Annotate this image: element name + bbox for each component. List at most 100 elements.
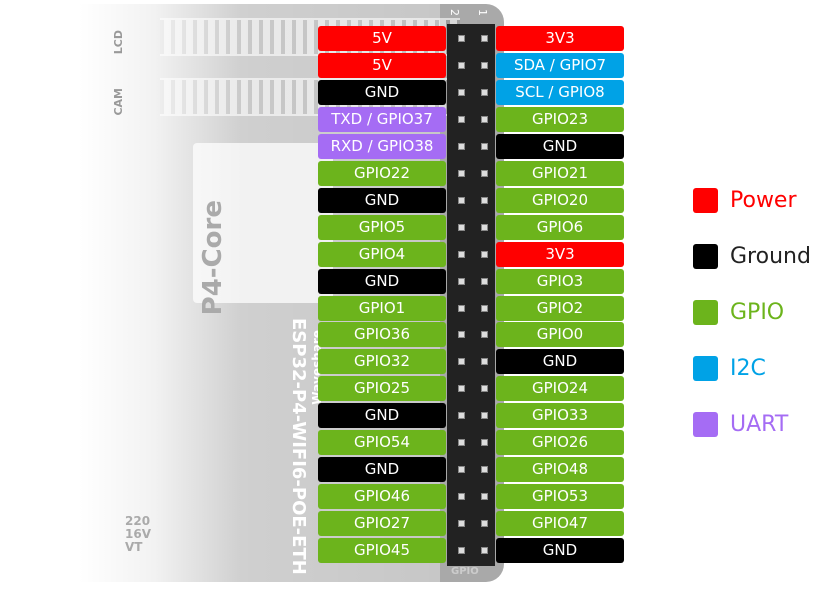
legend-swatch <box>693 188 718 213</box>
header-pin <box>481 142 488 150</box>
board-name: ESP32-P4-WIFI6-POE-ETH <box>288 318 309 575</box>
pin-label-gpio: GPIO1 <box>318 295 446 321</box>
pin-label-i2c: SCL / GPIO8 <box>496 79 624 105</box>
pin-label-gpio: GPIO4 <box>318 241 446 267</box>
header-pin <box>481 304 488 312</box>
header-pin <box>458 547 465 555</box>
header-label: GPIO <box>451 566 479 577</box>
pin-label-power: 3V3 <box>496 26 624 51</box>
pin-label-gpio: GPIO27 <box>318 511 446 537</box>
legend-label: GPIO <box>730 300 785 325</box>
header-pin <box>481 493 488 501</box>
header-pin <box>458 169 465 177</box>
pin-label-i2c: SDA / GPIO7 <box>496 52 624 78</box>
pin-label-ground: GND <box>318 79 446 105</box>
header-pin <box>481 547 488 555</box>
pin-label-ground: GND <box>496 349 624 375</box>
header-pin <box>458 358 465 366</box>
header-pin <box>481 196 488 204</box>
pin-label-ground: GND <box>318 268 446 294</box>
pin-label-uart: TXD / GPIO37 <box>318 106 446 132</box>
pin-label-gpio: GPIO20 <box>496 187 624 213</box>
pin-label-gpio: GPIO46 <box>318 484 446 510</box>
pin-label-gpio: GPIO24 <box>496 376 624 402</box>
header-pin <box>458 439 465 447</box>
pin-label-ground: GND <box>318 403 446 429</box>
pin-label-gpio: GPIO33 <box>496 403 624 429</box>
header-pin <box>458 142 465 150</box>
pin-label-gpio: GPIO2 <box>496 295 624 321</box>
module-label: P4-Core <box>198 200 228 316</box>
header-pin <box>458 61 465 69</box>
pin-label-gpio: GPIO23 <box>496 106 624 132</box>
header-pin <box>481 169 488 177</box>
pin-label-gpio: GPIO48 <box>496 457 624 483</box>
header-pin <box>481 385 488 393</box>
header-pin <box>458 385 465 393</box>
lcd-label: LCD <box>112 30 125 55</box>
pin-label-ground: GND <box>496 133 624 159</box>
pin-label-gpio: GPIO54 <box>318 430 446 456</box>
pin-label-uart: RXD / GPIO38 <box>318 133 446 159</box>
legend-item-power: Power <box>693 188 797 213</box>
header-pin <box>458 35 465 42</box>
pin-label-gpio: GPIO26 <box>496 430 624 456</box>
pin-number-1: 1 <box>476 9 489 16</box>
header-pin <box>481 88 488 96</box>
legend-label: UART <box>730 412 789 437</box>
header-pin <box>458 196 465 204</box>
header-pin <box>481 466 488 474</box>
header-pin <box>458 115 465 123</box>
header-pin <box>481 61 488 69</box>
header-pin <box>458 493 465 501</box>
pin-label-gpio: GPIO53 <box>496 484 624 510</box>
cam-label: CAM <box>112 88 125 116</box>
pin-label-gpio: GPIO25 <box>318 376 446 402</box>
pin-label-ground: GND <box>496 538 624 564</box>
pin-label-gpio: GPIO21 <box>496 160 624 186</box>
legend-item-i2c: I2C <box>693 356 766 381</box>
pin-label-gpio: GPIO0 <box>496 322 624 348</box>
legend-item-uart: UART <box>693 412 788 437</box>
legend-label: Power <box>730 188 797 213</box>
pin-label-power: 3V3 <box>496 241 624 267</box>
pin-label-ground: GND <box>318 187 446 213</box>
header-pin <box>458 331 465 339</box>
pin-label-gpio: GPIO32 <box>318 349 446 375</box>
header-pin <box>458 277 465 285</box>
header-pin <box>458 304 465 312</box>
header-pin <box>458 412 465 420</box>
header-pin <box>481 358 488 366</box>
header-pin <box>458 466 465 474</box>
header-pin <box>481 35 488 42</box>
header-pin <box>481 520 488 528</box>
header-pin <box>458 520 465 528</box>
pin-label-power: 5V <box>318 26 446 51</box>
header-pin <box>458 88 465 96</box>
header-pin <box>481 250 488 258</box>
legend-swatch <box>693 356 718 381</box>
legend-label: Ground <box>730 244 811 269</box>
legend-item-gpio: GPIO <box>693 300 784 325</box>
pin-label-gpio: GPIO36 <box>318 322 446 348</box>
pin-label-ground: GND <box>318 457 446 483</box>
header-pin <box>458 223 465 231</box>
header-pin <box>481 277 488 285</box>
legend-label: I2C <box>730 356 766 381</box>
pin-label-gpio: GPIO45 <box>318 538 446 564</box>
pin-label-power: 5V <box>318 52 446 78</box>
legend-swatch <box>693 412 718 437</box>
header-pin <box>458 250 465 258</box>
capacitor-label: 220 16V VT <box>125 514 151 554</box>
pin-number-2: 2 <box>448 9 461 16</box>
pin-label-gpio: GPIO3 <box>496 268 624 294</box>
legend-swatch <box>693 300 718 325</box>
legend-swatch <box>693 244 718 269</box>
legend-item-ground: Ground <box>693 244 811 269</box>
header-pin <box>481 331 488 339</box>
header-pin <box>481 115 488 123</box>
pin-label-gpio: GPIO6 <box>496 214 624 240</box>
header-pin <box>481 412 488 420</box>
pin-label-gpio: GPIO5 <box>318 214 446 240</box>
pin-label-gpio: GPIO22 <box>318 160 446 186</box>
